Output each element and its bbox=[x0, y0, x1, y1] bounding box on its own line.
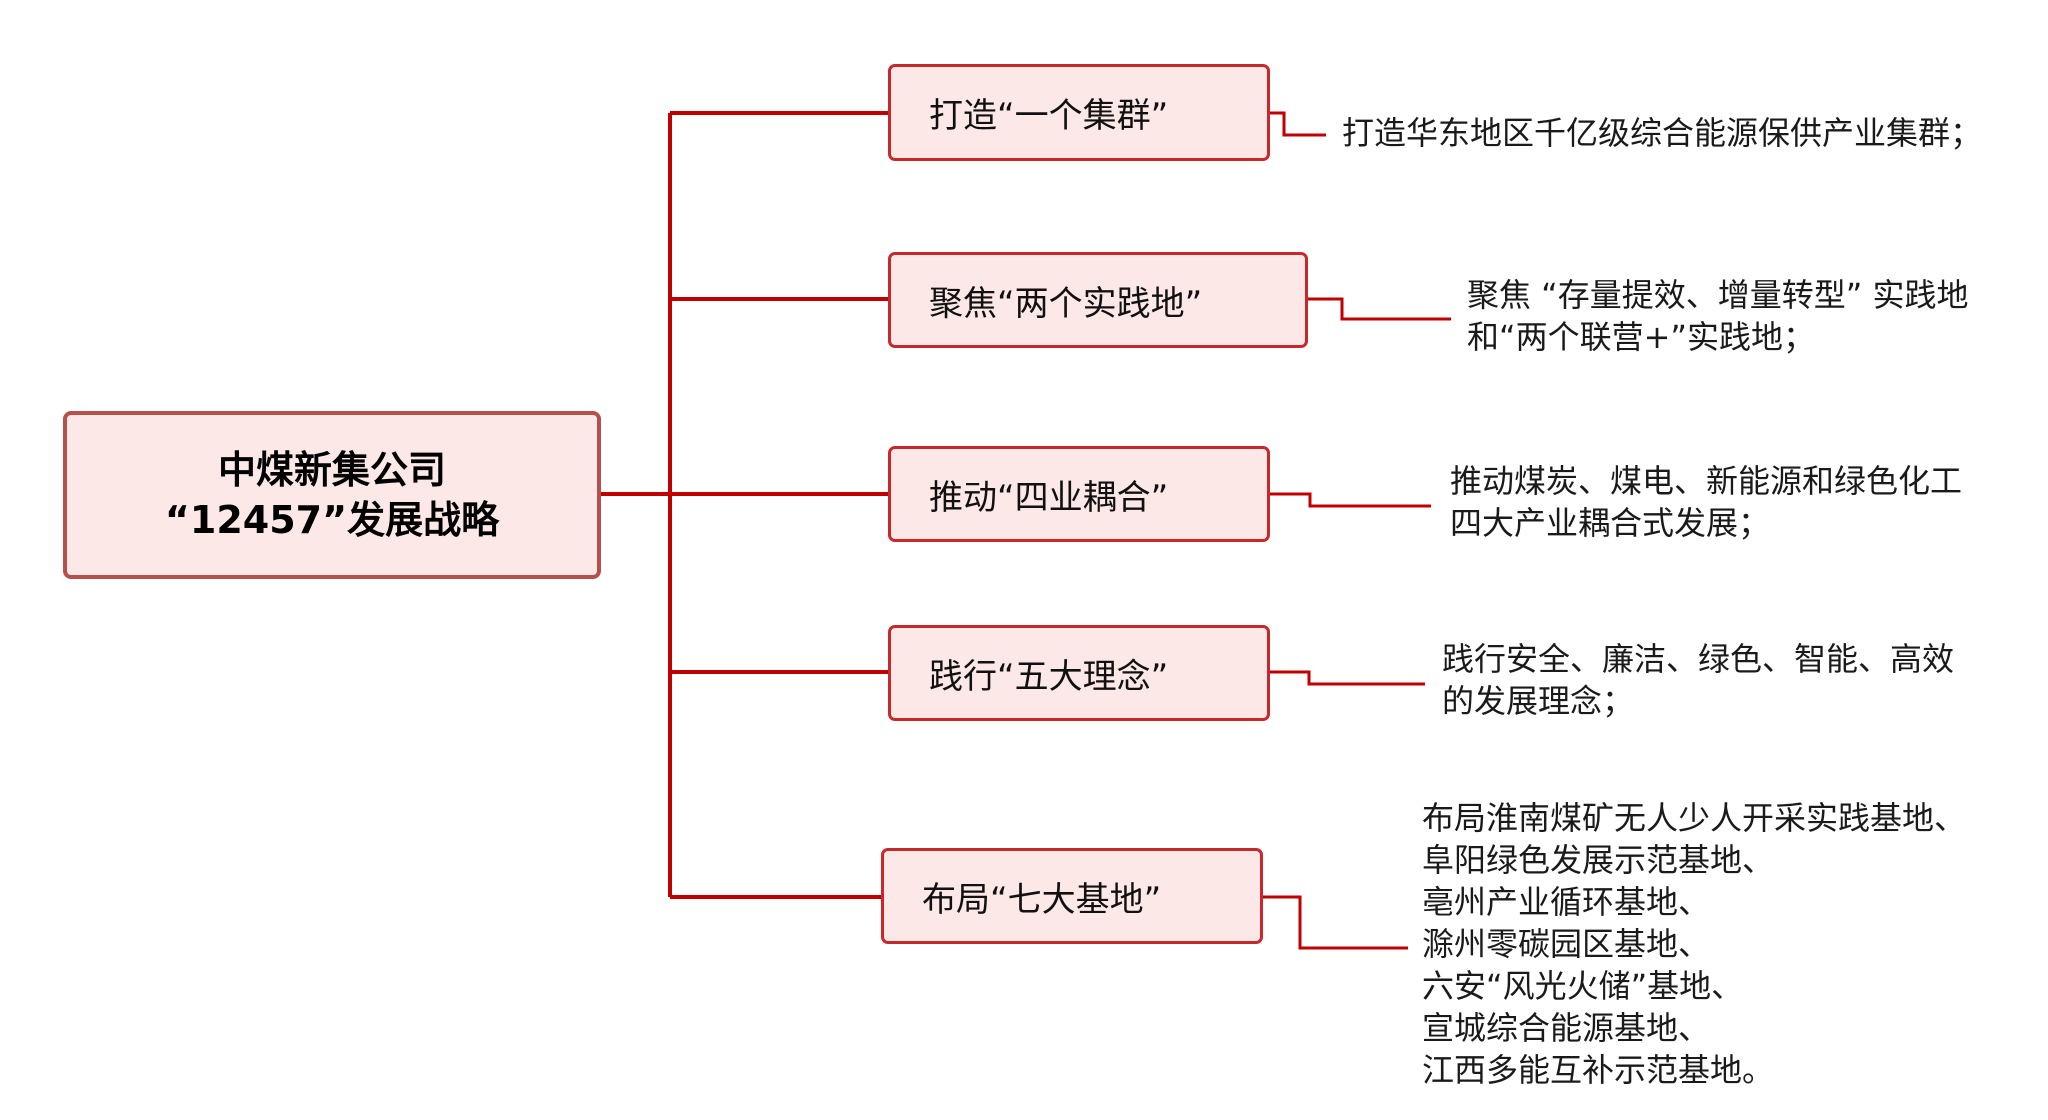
desc-line: 四大产业耦合式发展； bbox=[1450, 504, 1771, 542]
desc-line: 践行安全、廉洁、绿色、智能、高效 bbox=[1442, 640, 1955, 678]
root-title-line1: 中煤新集公司 bbox=[217, 448, 446, 492]
desc-line: 滁州零碳园区基地、 bbox=[1422, 925, 1711, 963]
desc-line: 聚焦 “存量提效、增量转型” 实践地 bbox=[1467, 276, 1969, 314]
desc-line: 宣城综合能源基地、 bbox=[1422, 1009, 1711, 1047]
branch-node-1: 打造“一个集群” bbox=[888, 64, 1270, 161]
branch-node-2: 聚焦“两个实践地” bbox=[888, 252, 1308, 348]
desc-line: 六安“风光火储”基地、 bbox=[1422, 967, 1744, 1005]
desc-connector-4 bbox=[1270, 670, 1425, 686]
desc-connector-1 bbox=[1270, 111, 1326, 137]
desc-line: 布局淮南煤矿无人少人开采实践基地、 bbox=[1422, 799, 1967, 837]
desc-line: 推动煤炭、煤电、新能源和绿色化工 bbox=[1450, 462, 1963, 500]
desc-line: 的发展理念； bbox=[1442, 682, 1635, 720]
desc-connector-2 bbox=[1308, 297, 1451, 321]
desc-line: 打造华东地区千亿级综合能源保供产业集群； bbox=[1342, 114, 1983, 152]
desc-line: 和“两个联营+”实践地； bbox=[1467, 318, 1815, 356]
root-title-line2: “12457”发展战略 bbox=[164, 498, 500, 542]
desc-connector-3 bbox=[1270, 492, 1431, 508]
desc-line: 江西多能互补示范基地。 bbox=[1422, 1051, 1775, 1089]
desc-line: 亳州产业循环基地、 bbox=[1422, 883, 1711, 921]
branch-node-5: 布局“七大基地” bbox=[881, 848, 1263, 944]
desc-connector-5 bbox=[1263, 895, 1408, 950]
branch-desc-5: 布局淮南煤矿无人少人开采实践基地、 阜阳绿色发展示范基地、 亳州产业循环基地、 … bbox=[1422, 797, 1966, 1091]
root-node: 中煤新集公司 “12457”发展战略 bbox=[63, 411, 601, 579]
branch-node-4: 践行“五大理念” bbox=[888, 625, 1270, 721]
branch-desc-4: 践行安全、廉洁、绿色、智能、高效 的发展理念； bbox=[1442, 638, 1954, 722]
branch-node-3: 推动“四业耦合” bbox=[888, 446, 1270, 542]
branch-desc-2: 聚焦 “存量提效、增量转型” 实践地 和“两个联营+”实践地； bbox=[1467, 274, 1969, 358]
branch-desc-3: 推动煤炭、煤电、新能源和绿色化工 四大产业耦合式发展； bbox=[1450, 460, 1962, 544]
desc-line: 阜阳绿色发展示范基地、 bbox=[1422, 841, 1775, 879]
branch-desc-1: 打造华东地区千亿级综合能源保供产业集群； bbox=[1342, 112, 1982, 154]
